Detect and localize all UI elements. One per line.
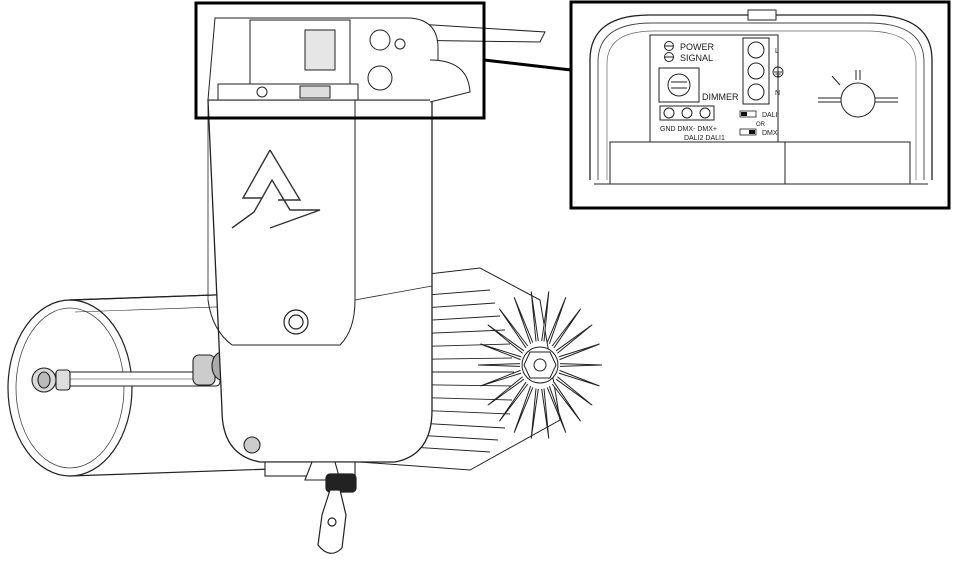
heatsink-fin — [498, 381, 529, 422]
brand-logo — [231, 149, 321, 229]
heatsink-fin — [541, 291, 550, 342]
heatsink-fin — [530, 291, 539, 342]
inset-border — [569, 0, 951, 210]
heatsink-fin — [487, 324, 525, 354]
heatsink-fin — [530, 388, 539, 439]
heatsink-fin — [546, 297, 567, 344]
heatsink-fin — [487, 376, 525, 406]
safety-clip — [317, 473, 357, 554]
signal-indicator: SIGNAL — [664, 52, 713, 63]
heatsink-fin — [546, 386, 567, 433]
heatsink-fin — [558, 343, 600, 361]
switch-dali-label: DALI — [762, 112, 778, 119]
signal-connector: GND DMX- DMX+ DALI2 DALI1 — [659, 105, 725, 142]
mode-switch: DALI OR DMX — [739, 110, 778, 137]
heatsink-fin — [480, 343, 522, 361]
earth-icon — [772, 66, 784, 78]
heatsink-fin — [551, 308, 582, 349]
heatsink-fin-star — [477, 291, 603, 439]
heatsink-fin — [551, 381, 582, 422]
terminal-l-label: L — [775, 48, 779, 55]
heatsink-fin — [541, 388, 550, 439]
heatsink-fin — [555, 376, 593, 406]
heatsink-center — [521, 346, 559, 384]
mains-terminal: L N — [742, 37, 784, 105]
heatsink-fin — [555, 324, 593, 354]
connector-label-row1: GND DMX- DMX+ — [660, 126, 717, 133]
heatsink-fin — [559, 363, 603, 367]
dimmer-knob: DIMMER — [658, 67, 739, 103]
heatsink-fin — [498, 308, 529, 349]
signal-label: SIGNAL — [680, 53, 713, 63]
connector-label-row2: DALI2 DALI1 — [684, 135, 725, 142]
callout-connector — [483, 58, 572, 72]
dimmer-label: DIMMER — [702, 92, 739, 102]
heatsink-fin — [477, 363, 521, 367]
rotary-hub — [818, 70, 898, 118]
switch-dmx-label: DMX — [762, 130, 778, 137]
switch-or-label: OR — [756, 122, 766, 128]
top-electronics — [207, 17, 546, 103]
power-indicator: POWER — [664, 41, 715, 52]
arm-body — [207, 99, 433, 463]
heatsink-fin — [513, 297, 534, 344]
inset-detail — [571, 2, 949, 208]
heatsink-fin — [480, 369, 522, 387]
heatsink-fin — [513, 386, 534, 433]
terminal-n-label: N — [775, 90, 780, 97]
power-label: POWER — [680, 42, 715, 52]
heatsink-fin — [558, 369, 600, 387]
mount-hole — [283, 309, 309, 335]
